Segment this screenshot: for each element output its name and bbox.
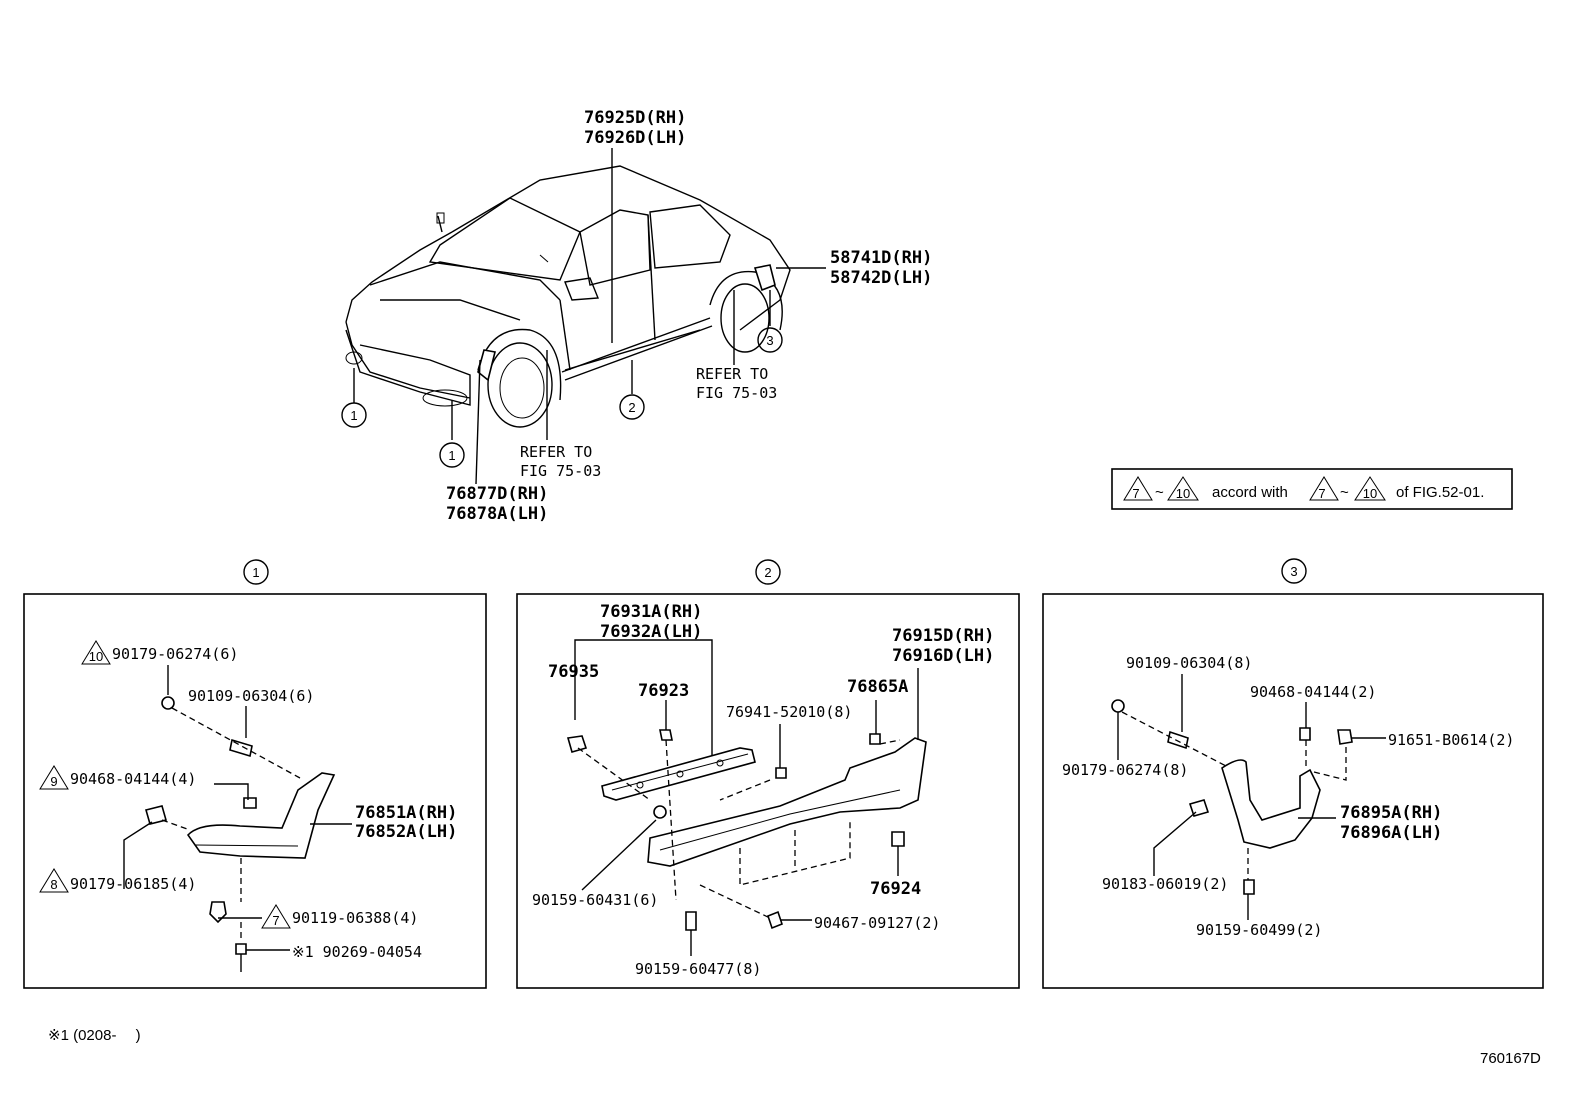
label-90109-06304-b: 90109-06304(8): [1126, 654, 1252, 672]
svg-text:1: 1: [350, 408, 357, 423]
label-76915D: 76915D(RH): [892, 626, 994, 646]
refer-rear-line2: FIG 75-03: [696, 384, 777, 402]
label-76865A: 76865A: [847, 677, 908, 697]
callout-circle: 1: [341, 402, 367, 428]
detail-panel-1: 1 10 90179-06274(6) 90109-06304(6) 9 904…: [23, 559, 487, 989]
overview-leaders: [353, 148, 826, 485]
refer-front-line2: FIG 75-03: [520, 462, 601, 480]
label-76931A: 76931A(RH): [600, 602, 702, 622]
label-90467-09127: 90467-09127(2): [814, 914, 940, 932]
clip-icon: [869, 733, 881, 745]
callout-circle: 2: [619, 394, 645, 420]
svg-text:10: 10: [1176, 486, 1190, 501]
clip-icon: [1111, 699, 1125, 713]
label-76878A: 76878A(LH): [446, 504, 548, 524]
label-90468-04144-b: 90468-04144(2): [1250, 683, 1376, 701]
panel-3-callout: 3: [1290, 564, 1297, 579]
label-76852A: 76852A(LH): [355, 822, 457, 842]
nut-icon: [243, 797, 257, 809]
svg-text:10: 10: [89, 649, 103, 664]
clip-icon: [161, 696, 175, 710]
svg-text:~: ~: [1340, 484, 1349, 501]
svg-text:2: 2: [628, 400, 635, 415]
figure-id: 760167D: [1480, 1050, 1541, 1067]
callout-circle: 1: [439, 442, 465, 468]
svg-text:~: ~: [1155, 484, 1164, 501]
label-90109-06304: 90109-06304(6): [188, 687, 314, 705]
label-76932A: 76932A(LH): [600, 622, 702, 642]
svg-text:7: 7: [1132, 486, 1139, 501]
bolt-icon: [209, 901, 227, 924]
car-overview: [345, 165, 791, 428]
label-90159-60477: 90159-60477(8): [635, 960, 761, 978]
label-58741D: 58741D(RH): [830, 248, 932, 268]
label-76926D: 76926D(LH): [584, 128, 686, 148]
screw-icon: [1243, 879, 1255, 895]
clip-icon: [775, 767, 787, 779]
label-76935: 76935: [548, 662, 599, 682]
label-76925D: 76925D(RH): [584, 108, 686, 128]
screw-icon: [653, 805, 667, 819]
refer-front-line1: REFER TO: [520, 443, 592, 461]
refer-rear-line1: REFER TO: [696, 365, 768, 383]
note-box: 7 ~ 10 accord with 7 ~ 10 of FIG.52-01.: [1111, 468, 1513, 510]
rear-mudguard-part: [1221, 759, 1321, 849]
svg-text:7: 7: [1318, 486, 1325, 501]
detail-panel-2: 2 76931A(RH) 76932A(LH) 76935 76923 7694…: [516, 559, 1020, 989]
label-90159-60499: 90159-60499(2): [1196, 921, 1322, 939]
note-fig-text: of FIG.52-01.: [1396, 484, 1484, 501]
label-90179-06274-b: 90179-06274(8): [1062, 761, 1188, 779]
rocker-retainer-part: [601, 747, 756, 801]
screw-icon: [685, 911, 697, 931]
label-76895A: 76895A(RH): [1340, 803, 1442, 823]
label-90183-06019: 90183-06019(2): [1102, 875, 1228, 893]
nut-icon: [659, 729, 673, 741]
retainer-icon: [1188, 799, 1210, 817]
panel-1-callout: 1: [252, 565, 259, 580]
screw-icon: [767, 910, 783, 930]
label-90269-04054: ※1 90269-04054: [292, 943, 422, 961]
label-91651-B0614: 91651-B0614(2): [1388, 731, 1514, 749]
label-58742D: 58742D(LH): [830, 268, 932, 288]
label-76924: 76924: [870, 879, 921, 899]
label-76851A: 76851A(RH): [355, 803, 457, 823]
clip-icon: [566, 735, 588, 753]
label-76923: 76923: [638, 681, 689, 701]
clip-icon: [891, 831, 905, 847]
screw-icon: [1167, 730, 1189, 750]
rocker-panel-part: [647, 737, 927, 867]
front-mudguard-part: [186, 772, 336, 859]
callout-circle: 3: [757, 327, 783, 353]
footnote: ※1 (0208- ): [48, 1027, 141, 1044]
svg-text:8: 8: [50, 877, 57, 892]
label-76896A: 76896A(LH): [1340, 823, 1442, 843]
svg-text:3: 3: [766, 333, 773, 348]
retainer-icon: [145, 805, 167, 825]
svg-text:1: 1: [448, 448, 455, 463]
nut-icon: [1299, 727, 1311, 741]
pin-icon: [235, 943, 247, 955]
svg-text:7: 7: [272, 913, 279, 928]
label-76941-52010: 76941-52010(8): [726, 703, 852, 721]
label-90119-06388: 90119-06388(4): [292, 909, 418, 927]
svg-text:10: 10: [1363, 486, 1377, 501]
panel-2-callout: 2: [764, 565, 771, 580]
label-76916D: 76916D(LH): [892, 646, 994, 666]
bolt-icon: [1337, 729, 1353, 745]
label-90159-60431: 90159-60431(6): [532, 891, 658, 909]
svg-text:9: 9: [50, 774, 57, 789]
label-90468-04144: 90468-04144(4): [70, 770, 196, 788]
label-76877D: 76877D(RH): [446, 484, 548, 504]
label-90179-06274: 90179-06274(6): [112, 645, 238, 663]
label-90179-06185: 90179-06185(4): [70, 875, 196, 893]
detail-panel-3: 3 90109-06304(8) 90468-04144(2) 91651-B0…: [1042, 558, 1544, 989]
screw-icon: [229, 738, 253, 758]
note-accord-text: accord with: [1212, 484, 1288, 501]
